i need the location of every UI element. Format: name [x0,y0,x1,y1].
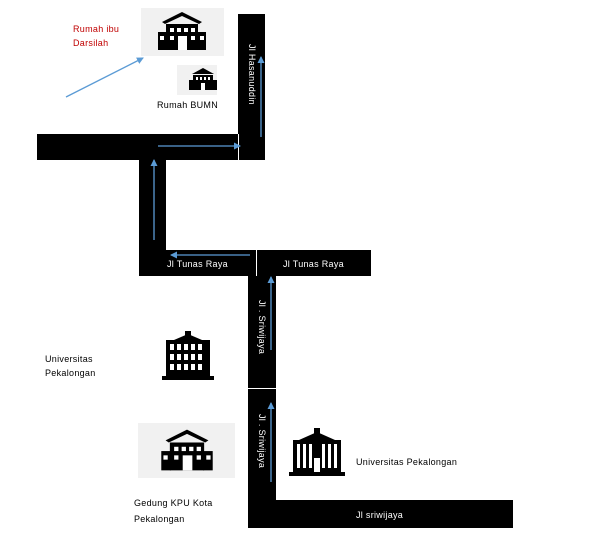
label-universitas-left: Universitas Pekalongan [45,352,96,380]
road-label-sriwijaya-bottom: Jl sriwijaya [356,510,404,520]
label-gedung-kpu-line2: Pekalongan [134,514,185,524]
route-arrow [65,57,144,98]
road-label-tunas-raya-west: Jl Tunas Raya [167,259,228,269]
university-icon [162,331,214,380]
road-divider [256,250,257,276]
road-divider [248,388,276,389]
label-gedung-kpu-line1: Gedung KPU Kota [134,498,213,508]
label-gedung-kpu: Gedung KPU Kota Pekalongan [134,495,213,527]
road-sriwijaya-bottom [248,500,513,528]
label-rumah-ibu: Rumah ibu Darsilah [73,22,119,50]
road-tunas-raya [139,250,371,276]
road-top-horizontal [37,134,265,160]
label-rumah-bumn: Rumah BUMN [157,100,219,110]
label-universitas-left-line1: Universitas [45,354,93,364]
building-icon [189,68,217,90]
university-icon [289,428,345,476]
road-label-tunas-raya-east: Jl Tunas Raya [283,259,344,269]
road-connector-vertical [139,158,166,258]
label-universitas-right: Universitas Pekalongan [356,457,458,467]
house-icon [158,12,206,50]
label-universitas-left-line2: Pekalongan [45,368,96,378]
label-rumah-ibu-line1: Rumah ibu [73,24,120,34]
label-rumah-ibu-line2: Darsilah [73,38,109,48]
house-icon [161,429,213,471]
